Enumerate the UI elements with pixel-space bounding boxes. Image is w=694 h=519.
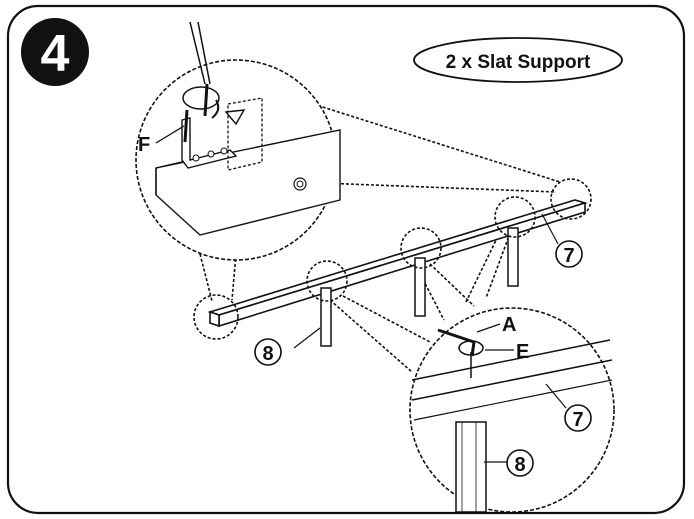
part-7-detail-label: 7	[572, 409, 583, 431]
label-A: A	[502, 314, 516, 336]
title-callout: 2 x Slat Support	[413, 37, 623, 83]
screwdriver-icon	[189, 21, 211, 85]
leg-joint-detail-magnifier: A E 7 8	[409, 307, 615, 513]
slat-support-rail	[207, 199, 588, 328]
title-text: 2 x Slat Support	[446, 52, 591, 73]
part-7-callout: 7	[541, 213, 583, 268]
hex-key-icon	[437, 328, 476, 357]
part-8-label: 8	[262, 343, 273, 365]
screw-icon	[183, 83, 209, 143]
part-8-callout: 8	[254, 327, 321, 366]
bracket-detail-magnifier: F	[135, 21, 341, 261]
rotation-arrow-icon	[182, 86, 246, 126]
part-7-label: 7	[563, 245, 574, 267]
step-number: 4	[41, 25, 70, 83]
joint-callout-circles	[193, 178, 592, 340]
bracket-icon	[181, 117, 238, 169]
part-8-detail-label: 8	[514, 454, 525, 476]
label-F: F	[138, 134, 150, 156]
label-E: E	[516, 341, 529, 363]
support-legs	[320, 227, 519, 347]
step-badge: 4	[21, 18, 89, 86]
